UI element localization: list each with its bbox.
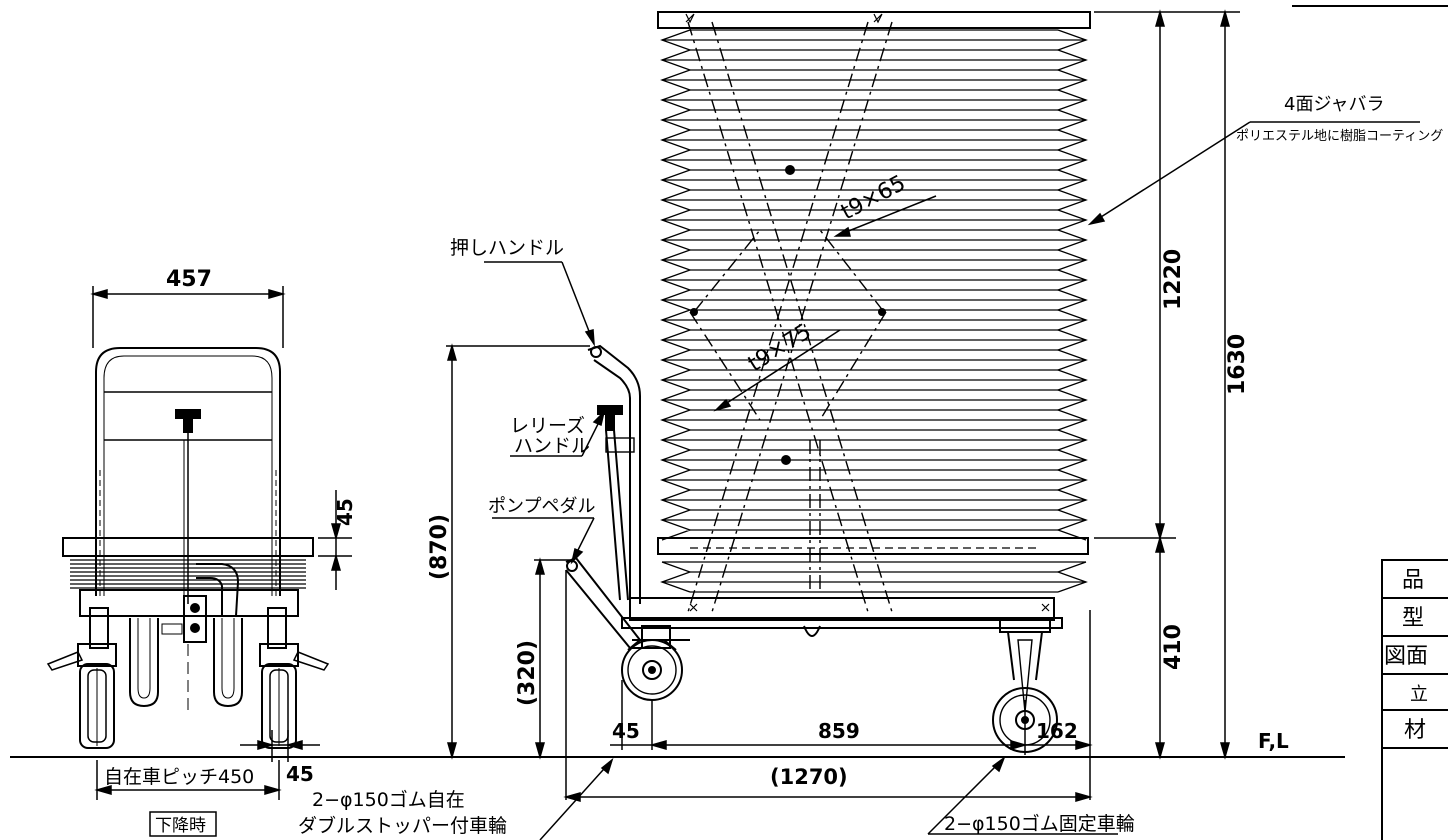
title-block-row-2: 型 [1402,606,1424,631]
release-handle-label-2: ハンドル [514,435,590,457]
title-block-row-1: 品 [1402,568,1424,593]
chassis [621,597,1063,637]
push-handle [587,344,641,604]
rear-offset-dimension: 162 [1036,719,1078,743]
overall-length-dimension: (1270) [770,765,848,789]
scissor-arm-dimensions [713,195,937,412]
total-height-dimension: 1630 [1225,334,1250,395]
lowered-state-box [149,811,217,837]
top-plate [657,11,1091,29]
side-dimension-lines [446,9,1240,802]
scissor-pivots [690,165,886,465]
title-block [1381,559,1448,840]
title-block-row-4: 立 [1410,684,1428,705]
scissor-arms [687,21,893,613]
bellows-material: ポリエステル地に樹脂コーティング [1236,129,1443,144]
lower-platform [657,537,1089,593]
pump-pedal [565,556,664,649]
front-step-dimension: 45 [333,498,357,526]
bellows-title: 4面ジャバラ [1284,94,1385,115]
lowered-state-label: 下降時 [155,816,206,836]
front-offset-dimension: 45 [612,719,640,743]
side-swivel-caster [621,625,690,701]
floor-line-label: F,L [1258,729,1289,753]
pump-pedal-label: ポンプペダル [488,496,595,517]
pedal-height-dimension: (320) [515,640,540,706]
release-handle-label-1: レリーズ [510,415,585,437]
title-block-row-3: 図面 [1384,644,1428,669]
swivel-wheels-label-1: 2−φ150ゴム自在 [312,789,465,811]
front-width-dimension: 457 [166,267,212,292]
wheelbase-dimension: 859 [818,719,860,743]
handle-height-dimension: (870) [427,514,452,580]
upper-scissor-arm-label: t9×65 [837,171,910,225]
front-dimension-lines [90,286,352,800]
caster-pitch-label: 自在車ピッチ450 [104,766,254,788]
release-handle [597,405,635,601]
front-view [46,347,330,749]
bellows-height-dimension: 1220 [1161,249,1186,310]
swivel-wheels-label-2: ダブルストッパー付車輪 [298,814,507,837]
callout-leaders [484,121,1420,840]
fixed-wheels-label: 2−φ150ゴム固定車輪 [944,813,1135,835]
front-foot-dimension: 45 [286,762,314,786]
lowered-height-dimension: 410 [1161,624,1186,670]
title-block-row-5: 材 [1404,718,1426,743]
push-handle-label: 押しハンドル [450,237,564,259]
bellows [660,29,1088,541]
